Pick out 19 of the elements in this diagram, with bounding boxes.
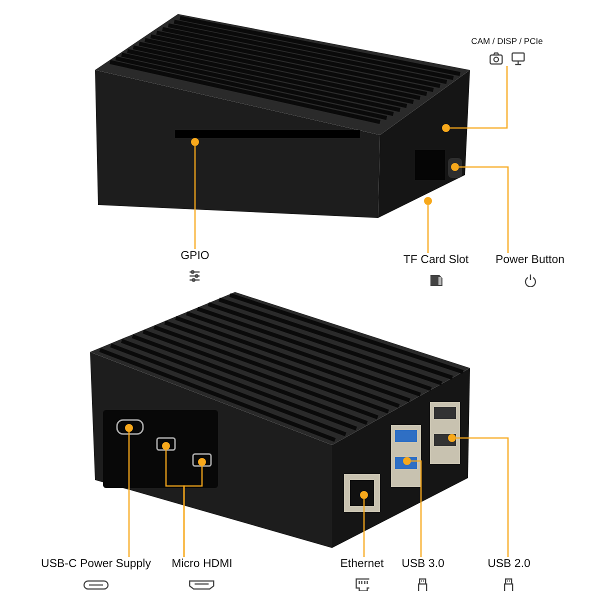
callout-label: TF Card Slot [403, 253, 469, 267]
callout-label: USB 2.0 [488, 557, 530, 571]
leader-line [183, 466, 203, 557]
callout-dot [424, 197, 432, 205]
leader-line [450, 66, 508, 129]
leader-line [128, 432, 130, 557]
callout-label: Micro HDMI [172, 557, 232, 571]
leader-line [194, 146, 196, 249]
callout-label: Power Button [495, 253, 565, 267]
leader-line [459, 166, 509, 253]
leader-line [411, 460, 422, 557]
leader-line [427, 205, 429, 253]
leader-line [363, 499, 365, 557]
callout-label: Ethernet [340, 557, 384, 571]
callout-label: USB-C Power Supply [41, 557, 151, 571]
callout-label: GPIO [180, 249, 210, 263]
callout-label: USB 3.0 [402, 557, 444, 571]
leader-line [456, 437, 509, 557]
callout-label: CAM / DISP / PCIe [471, 36, 543, 46]
